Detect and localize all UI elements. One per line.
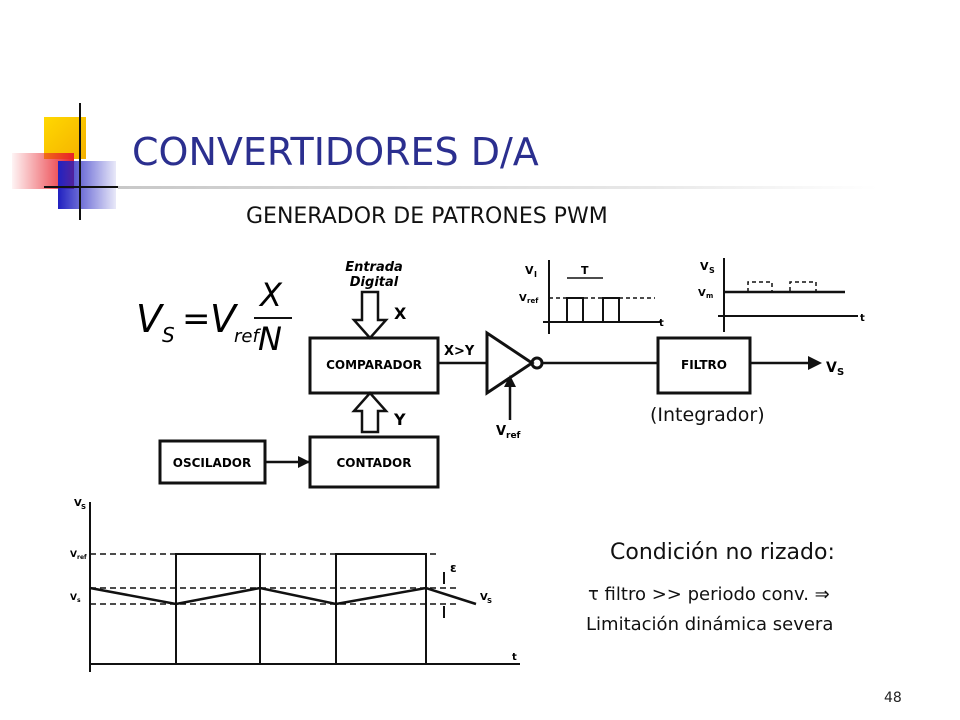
formula-vref: V	[210, 297, 239, 341]
decorative-logo	[12, 103, 120, 220]
pwm-formula: V S = V ref X N	[136, 276, 292, 358]
plot-pwm-pulses	[90, 553, 440, 665]
ripple-plot: V S V ref V s ε V S t	[70, 498, 520, 672]
slide-title: CONVERTIDORES D/A	[132, 130, 539, 174]
wave1-v-sub: I	[534, 270, 537, 279]
wave2-t-label: t	[860, 313, 865, 324]
wave1-v-label: V	[525, 264, 534, 277]
wave2-v-label: V	[700, 260, 709, 273]
formula-denominator: N	[258, 320, 282, 358]
formula-lhs-sub: S	[162, 323, 175, 347]
wave2-ripple-dashed	[747, 281, 817, 293]
wave2-vm-sub: m	[706, 292, 713, 300]
formula-equals: =	[182, 299, 211, 339]
wave1-vref-label: V	[519, 293, 527, 304]
slide-subtitle: GENERADOR DE PATRONES PWM	[246, 204, 608, 229]
x-label: X	[394, 304, 407, 323]
x-gt-y-label: X>Y	[444, 344, 475, 359]
filtro-block	[656, 336, 752, 395]
entrada-hollow-arrow	[351, 290, 389, 340]
integrador-label: (Integrador)	[650, 404, 765, 426]
formula-lhs: V	[136, 297, 165, 341]
vs-output-label-sub: S	[837, 367, 844, 378]
plot-vs-sub: S	[487, 597, 492, 605]
deco-blue-square	[58, 161, 116, 209]
vs-output-label: V	[826, 360, 837, 376]
plot-eps-label: ε	[450, 561, 457, 575]
vref-label-sub: ref	[506, 431, 521, 441]
buffer-inverting-bubble	[530, 356, 544, 370]
plot-vavg-label: V	[70, 593, 77, 603]
contador-label: CONTADOR	[337, 456, 412, 470]
comparador-label: COMPARADOR	[326, 358, 422, 372]
condition-line-1: τ filtro >> periodo conv. ⇒	[588, 584, 830, 605]
plot-output-ripple	[89, 586, 477, 606]
wave1-vref-sub: ref	[527, 297, 539, 305]
condition-line-2: Limitación dinámica severa	[586, 614, 834, 635]
plot-vs-label: V	[480, 592, 488, 603]
wave1-t-label: t	[659, 318, 664, 329]
plot-v-sub: S	[81, 503, 86, 511]
formula-vref-sub: ref	[234, 326, 261, 347]
oscilador-label: OSCILADOR	[173, 456, 251, 470]
entrada-label-line1: Entrada	[345, 260, 403, 275]
wave1-period-label: T	[581, 264, 589, 277]
formula-numerator: X	[258, 276, 283, 314]
plot-vavg-sub: s	[77, 597, 81, 604]
pwm-block-diagram: Entrada Digital X Y COMPARADOR CONTADOR …	[158, 260, 844, 489]
vref-label: V	[496, 424, 506, 439]
wave1-pulses	[549, 297, 643, 323]
filtro-label: FILTRO	[681, 358, 727, 372]
wave2-v-sub: S	[709, 266, 715, 275]
condition-title: Condición no rizado:	[610, 540, 835, 565]
plot-vref-label: V	[70, 550, 77, 560]
arrowhead-out	[808, 356, 822, 370]
plot-v-label: V	[74, 498, 82, 509]
y-label: Y	[393, 410, 406, 429]
arrowhead-vref	[504, 375, 516, 387]
comparador-block	[308, 336, 440, 395]
pwm-input-waveform: V I T V ref t	[519, 260, 664, 334]
wave2-vm-label: V	[698, 288, 706, 299]
title-underline	[118, 186, 878, 189]
page-number: 48	[884, 690, 902, 706]
y-hollow-arrow	[351, 391, 389, 434]
arrowhead-contador	[298, 456, 310, 468]
entrada-label-line2: Digital	[350, 275, 399, 290]
pwm-output-waveform: V S V m t	[698, 258, 865, 332]
plot-vref-sub: ref	[77, 554, 87, 561]
plot-t-label: t	[512, 652, 517, 663]
